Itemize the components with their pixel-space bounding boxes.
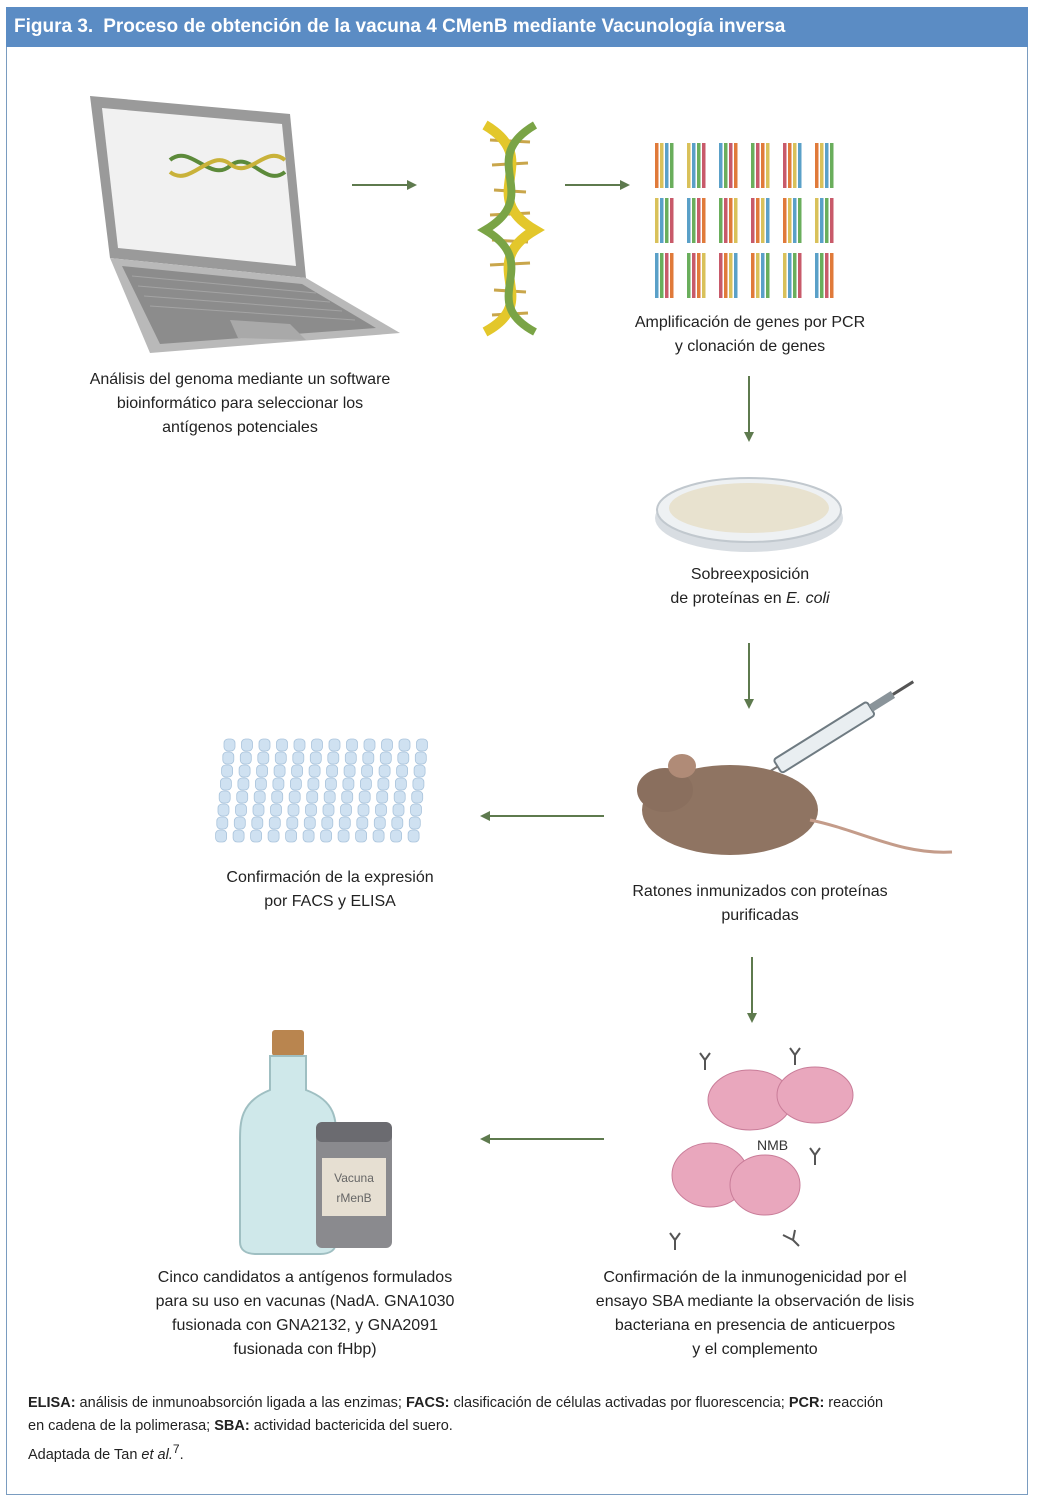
arrow-mouse-to-bacteria xyxy=(747,957,757,1023)
arrow-mouse-to-plate xyxy=(480,811,604,821)
figure-title: Proceso de obtención de la vacuna 4 CMen… xyxy=(103,16,786,37)
caption-overexpression: Sobreexposición de proteínas en E. coli xyxy=(670,566,830,607)
caption-pcr: Amplificación de genes por PCR y clonaci… xyxy=(634,314,866,355)
petri-dish-illustration xyxy=(655,477,843,552)
vaccine-vial-illustration: Vacuna rMenB xyxy=(239,1030,392,1255)
vial-label-line2: rMenB xyxy=(336,1191,371,1205)
caption-candidates: Cinco candidatos a antígenos formulados … xyxy=(155,1269,455,1358)
figure-label: Figura 3. xyxy=(14,16,94,37)
footnote-source: Adaptada de Tan et al.7. xyxy=(28,1442,184,1463)
caption-genome-analysis: Análisis del genoma mediante un software… xyxy=(89,371,391,436)
arrow-laptop-to-dna xyxy=(352,180,417,190)
caption-sba: Confirmación de la inmunogenicidad por e… xyxy=(595,1269,915,1358)
caption-mice: Ratones inmunizados con proteínas purifi… xyxy=(632,883,888,924)
caption-facs-elisa: Confirmación de la expresión por FACS y … xyxy=(226,869,434,910)
dna-helix-illustration xyxy=(477,120,545,337)
arrow-dna-to-pcr xyxy=(565,180,630,190)
footnote-line-2: en cadena de la polimerasa; SBA: activid… xyxy=(28,1418,453,1434)
gene-bars-illustration xyxy=(655,143,834,298)
bacteria-antibodies-illustration: NMB xyxy=(669,1047,854,1250)
well-plate-illustration xyxy=(215,738,428,843)
footnote-line-1: ELISA: análisis de inmunoabsorción ligad… xyxy=(28,1395,884,1411)
vial-label-line1: Vacuna xyxy=(334,1171,374,1185)
arrow-bacteria-to-vaccine xyxy=(480,1134,604,1144)
mouse-syringe-illustration xyxy=(637,680,953,855)
arrow-pcr-to-dish xyxy=(744,376,754,442)
figure-footnote: ELISA: análisis de inmunoabsorción ligad… xyxy=(28,1392,988,1467)
laptop-illustration xyxy=(90,96,400,353)
arrow-dish-to-mouse xyxy=(744,643,754,709)
bacteria-label: NMB xyxy=(757,1137,788,1153)
figure-header: Figura 3. Proceso de obtención de la vacu… xyxy=(6,7,1028,47)
